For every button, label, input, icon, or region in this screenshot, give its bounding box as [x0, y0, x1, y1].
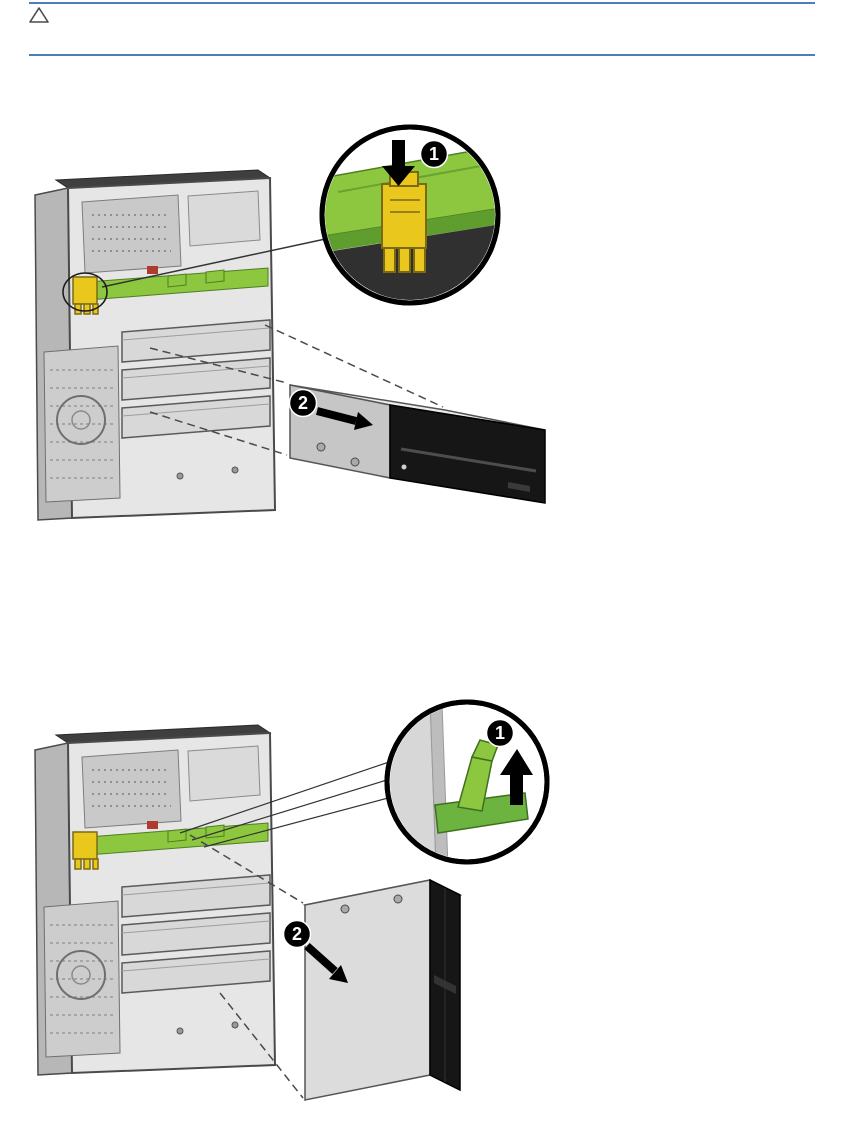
removal-path-dashed-lines	[149, 324, 444, 456]
slide-out-arrow-icon	[316, 407, 373, 430]
figure-remove-slim-drive: 2 1	[34, 699, 550, 1101]
drive-front-bezel	[389, 404, 546, 504]
slide-out-arrow-icon	[304, 943, 348, 983]
computer-chassis	[34, 724, 276, 1076]
press-down-arrow-icon	[382, 140, 415, 186]
eject-button	[508, 482, 530, 492]
drive-screw	[316, 442, 326, 452]
figure-remove-5-25-drive: 2	[34, 124, 546, 521]
step-2-label: 2	[292, 924, 302, 944]
step-2-badge	[288, 388, 318, 418]
step-1-label: 1	[429, 144, 439, 164]
lift-up-arrow-icon	[500, 749, 533, 805]
callout-detail-release-latch: 1	[384, 699, 550, 865]
callout-detail-drivelock: 1	[319, 124, 501, 306]
drive-led	[401, 464, 407, 470]
caution-rule-bottom	[29, 54, 815, 56]
removal-path-dashed-lines	[189, 834, 304, 1099]
step-1-badge	[419, 139, 449, 169]
disc-tray-slot	[400, 447, 537, 473]
drive-screw	[393, 894, 403, 904]
disc-tray-slot	[434, 975, 456, 994]
caution-rule-top	[29, 2, 815, 4]
drivelock-yellow-latch-zoomed	[381, 171, 427, 273]
optical-drive	[289, 384, 546, 504]
step-1-badge	[485, 718, 515, 748]
drive-screw	[350, 457, 360, 467]
step-1-label: 1	[495, 723, 505, 743]
caution-triangle-icon	[29, 7, 49, 23]
green-release-latch	[457, 739, 499, 812]
slim-drive	[302, 878, 463, 1101]
latch-highlight-ellipse	[62, 272, 108, 312]
drive-screw	[340, 904, 350, 914]
step-2-badge	[282, 919, 312, 949]
callout-leader-lines	[179, 760, 393, 848]
computer-chassis	[34, 169, 276, 521]
step-2-label: 2	[298, 393, 308, 413]
callout-leader-line	[101, 237, 331, 288]
